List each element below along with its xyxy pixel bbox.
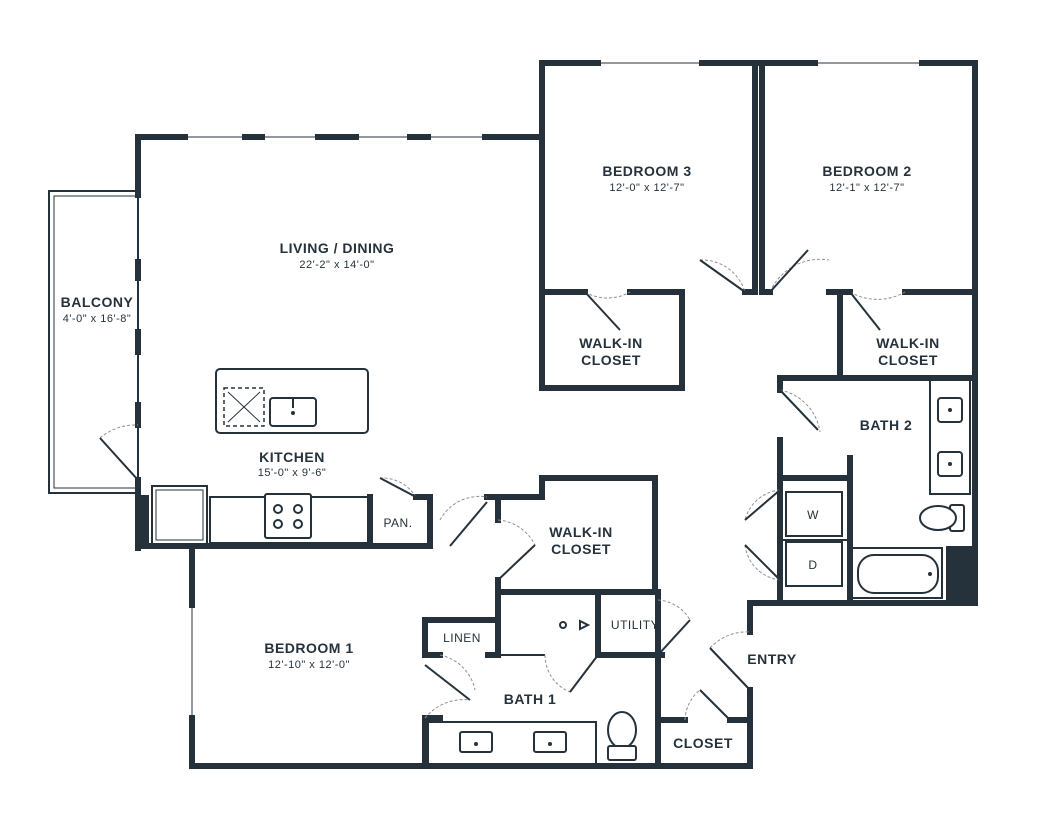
walkin3-line2: CLOSET <box>581 352 641 368</box>
pantry-name: PAN. <box>383 516 412 530</box>
exterior-walls <box>135 60 978 769</box>
bath1-name: BATH 1 <box>504 691 557 707</box>
walkin1-line2: CLOSET <box>551 541 611 557</box>
washer-label: W <box>807 508 819 522</box>
utility-name: UTILITY <box>611 618 659 632</box>
walkin2-line2: CLOSET <box>878 352 938 368</box>
bedroom2-dims: 12'-1" x 12'-7" <box>829 182 904 194</box>
walkin2-line1: WALK-IN <box>876 335 939 351</box>
entry-name: ENTRY <box>747 651 797 667</box>
bath2-fixtures <box>851 379 971 599</box>
balcony-railing <box>48 190 139 494</box>
closet-name: CLOSET <box>673 735 733 751</box>
interior-walls <box>135 60 978 769</box>
bedroom2-name: BEDROOM 2 <box>822 163 911 179</box>
kitchen-dims: 15'-0" x 9'-6" <box>258 467 327 479</box>
washer-box <box>785 491 843 537</box>
walkin3-line1: WALK-IN <box>579 335 642 351</box>
living-name: LIVING / DINING <box>280 240 395 256</box>
kitchen-counter <box>151 485 369 545</box>
utility-fixture <box>559 619 591 631</box>
dryer-label: D <box>808 558 817 572</box>
door-swings <box>99 249 906 721</box>
bedroom3-name: BEDROOM 3 <box>602 163 691 179</box>
bedroom3-dims: 12'-0" x 12'-7" <box>609 182 684 194</box>
balcony-dims: 4'-0" x 16'-8" <box>63 313 132 325</box>
walkin1-line1: WALK-IN <box>549 524 612 540</box>
bedroom1-name: BEDROOM 1 <box>264 640 353 656</box>
room-labels: BALCONY 4'-0" x 16'-8" LIVING / DINING 2… <box>61 163 940 751</box>
kitchen-name: KITCHEN <box>259 449 325 465</box>
bedroom1-dims: 12'-10" x 12'-0" <box>268 659 350 671</box>
bath2-name: BATH 2 <box>860 417 913 433</box>
bath1-fixtures <box>427 711 637 765</box>
linen-name: LINEN <box>443 631 481 645</box>
kitchen-island <box>215 368 369 434</box>
dryer-box <box>785 541 843 587</box>
living-dims: 22'-2" x 14'-0" <box>299 259 374 271</box>
balcony-name: BALCONY <box>61 294 134 310</box>
laundry <box>785 491 843 587</box>
